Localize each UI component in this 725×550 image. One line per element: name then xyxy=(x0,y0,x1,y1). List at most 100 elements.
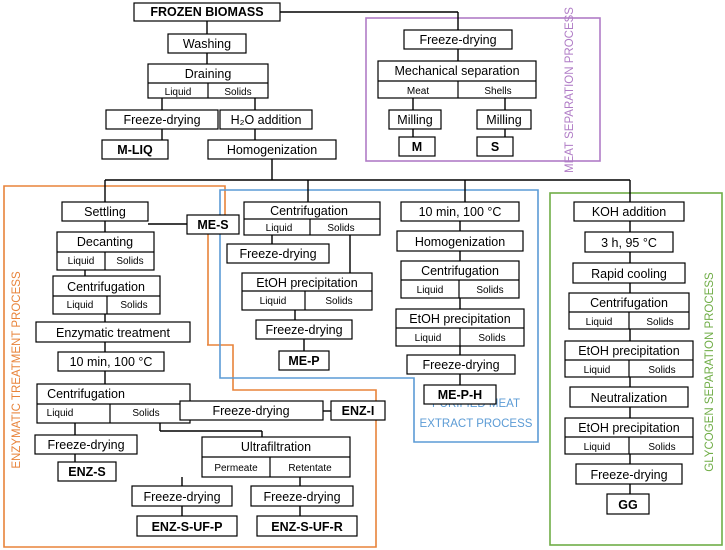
enz-s-box: ENZ-S xyxy=(57,461,117,482)
meh-fd-label: Freeze-drying xyxy=(422,358,499,372)
milling-m-box: Milling xyxy=(388,109,442,130)
enz-centrifugation-2-liquid-label: Liquid xyxy=(47,408,74,419)
gg-etoh-2-solids-label: Solids xyxy=(648,442,675,453)
enz-heat-box: 10 min, 100 °C xyxy=(57,351,165,372)
gg-fd-box: Freeze-drying xyxy=(575,463,683,485)
me-fd-1-label: Freeze-drying xyxy=(239,247,316,261)
washing-label: Washing xyxy=(183,37,231,51)
me-centrifugation-label: Centrifugation xyxy=(270,204,348,218)
koh-addition-box: KOH addition xyxy=(573,201,685,222)
draining-box: Draining Liquid Solids xyxy=(147,63,269,99)
gg-heat-box: 3 h, 95 °C xyxy=(584,231,674,253)
mechanical-separation-box: Mechanical separation Meat Shells xyxy=(377,60,537,99)
enz-fd-solids-box: Freeze-drying xyxy=(179,400,324,421)
me-centrifugation-box: Centrifugation Liquid Solids xyxy=(243,201,381,236)
milling-s-label: Milling xyxy=(486,113,521,127)
meh-centrifugation-solids-label: Solids xyxy=(476,285,503,296)
meh-centrifugation-label: Centrifugation xyxy=(421,264,499,278)
enz-fd-liquid-box: Freeze-drying xyxy=(34,434,138,455)
gg-etoh-1-solids-label: Solids xyxy=(648,365,675,376)
enzymatic-treatment-label: Enzymatic treatment xyxy=(56,326,170,340)
koh-addition-label: KOH addition xyxy=(592,205,666,219)
enzymatic-label: ENZYMATIC TREATMENT PROCESS xyxy=(11,271,23,469)
enz-s-uf-r-box: ENZ-S-UF-R xyxy=(256,515,358,537)
draining-label: Draining xyxy=(185,67,232,81)
m-liq-label: M-LIQ xyxy=(117,143,153,157)
settling-label: Settling xyxy=(84,205,126,219)
settling-box: Settling xyxy=(61,201,149,222)
mech-shells-label: Shells xyxy=(484,86,511,97)
meat-separation-label: MEAT SEPARATION PROCESS xyxy=(564,7,576,173)
me-p-label: ME-P xyxy=(288,354,319,368)
freeze-drying-liq-label: Freeze-drying xyxy=(123,113,200,127)
enz-s-uf-p-box: ENZ-S-UF-P xyxy=(136,515,238,537)
enz-centrifugation-2-label: Centrifugation xyxy=(47,387,125,401)
gg-centrifugation-box: Centrifugation Liquid Solids xyxy=(568,292,690,330)
glycogen-frame xyxy=(549,192,723,546)
fd-permeate-label: Freeze-drying xyxy=(143,490,220,504)
me-centrifugation-solids-label: Solids xyxy=(327,223,354,234)
neutralization-label: Neutralization xyxy=(591,391,667,405)
mech-meat-label: Meat xyxy=(407,86,429,97)
gg-centrifugation-solids-label: Solids xyxy=(646,317,673,328)
meh-heat-label: 10 min, 100 °C xyxy=(419,205,502,219)
meh-centrifugation-liquid-label: Liquid xyxy=(417,285,444,296)
enz-centrifugation-1-solids-label: Solids xyxy=(120,300,147,311)
gg-etoh-2-label: EtOH precipitation xyxy=(578,421,679,435)
draining-liquid-label: Liquid xyxy=(165,87,192,98)
ms-freeze-drying-label: Freeze-drying xyxy=(419,33,496,47)
gg-centrifugation-liquid-label: Liquid xyxy=(586,317,613,328)
me-fd-2-label: Freeze-drying xyxy=(265,323,342,337)
gg-etoh-2-box: EtOH precipitation Liquid Solids xyxy=(564,417,694,455)
enz-centrifugation-2-solids-label: Solids xyxy=(132,408,159,419)
enz-centrifugation-1-box: Centrifugation Liquid Solids xyxy=(52,275,161,315)
me-s-box: ME-S xyxy=(186,214,240,235)
meh-homogenization-label: Homogenization xyxy=(415,235,505,249)
ms-freeze-drying-box: Freeze-drying xyxy=(403,29,513,50)
enz-s-uf-p-label: ENZ-S-UF-P xyxy=(152,520,223,534)
meh-centrifugation-box: Centrifugation Liquid Solids xyxy=(400,260,520,299)
m-box: M xyxy=(398,136,436,157)
fd-retentate-box: Freeze-drying xyxy=(250,485,354,507)
purified-region: PURIFIED MEAT EXTRACT PROCESS xyxy=(219,189,539,443)
decanting-label: Decanting xyxy=(77,235,133,249)
homogenization-box: Homogenization xyxy=(207,139,337,160)
s-label: S xyxy=(491,140,499,154)
neutralization-box: Neutralization xyxy=(569,386,689,408)
gg-centrifugation-label: Centrifugation xyxy=(590,296,668,310)
me-centrifugation-liquid-label: Liquid xyxy=(266,223,293,234)
uf-retentate-label: Retentate xyxy=(288,463,332,474)
uf-permeate-label: Permeate xyxy=(214,463,258,474)
me-etoh-solids-label: Solids xyxy=(325,296,352,307)
enz-centrifugation-1-liquid-label: Liquid xyxy=(67,300,94,311)
meh-etoh-solids-label: Solids xyxy=(478,333,505,344)
meh-fd-box: Freeze-drying xyxy=(406,354,516,375)
milling-m-label: Milling xyxy=(397,113,432,127)
gg-etoh-1-box: EtOH precipitation Liquid Solids xyxy=(564,340,694,378)
enz-heat-label: 10 min, 100 °C xyxy=(70,355,153,369)
gg-heat-label: 3 h, 95 °C xyxy=(601,236,657,250)
me-fd-2-box: Freeze-drying xyxy=(255,319,353,340)
h2o-addition-box: H₂O addition xyxy=(219,109,313,130)
washing-box: Washing xyxy=(167,33,247,54)
enz-centrifugation-1-label: Centrifugation xyxy=(67,280,145,294)
decanting-liquid-label: Liquid xyxy=(68,256,95,267)
me-p-h-label: ME-P-H xyxy=(438,388,482,402)
frozen-biomass-label: FROZEN BIOMASS xyxy=(150,5,263,19)
gg-etoh-1-label: EtOH precipitation xyxy=(578,344,679,358)
enz-i-label: ENZ-I xyxy=(342,404,375,418)
gg-etoh-1-liquid-label: Liquid xyxy=(584,365,611,376)
milling-s-box: Milling xyxy=(476,109,532,130)
gg-fd-label: Freeze-drying xyxy=(590,468,667,482)
freeze-drying-liq-box: Freeze-drying xyxy=(105,109,219,130)
meat-separation-region: MEAT SEPARATION PROCESS xyxy=(365,7,601,173)
m-liq-box: M-LIQ xyxy=(101,139,169,160)
h2o-addition-label: H₂O addition xyxy=(231,113,302,127)
gg-box: GG xyxy=(606,493,650,515)
meh-etoh-label: EtOH precipitation xyxy=(409,312,510,326)
me-etoh-box: EtOH precipitation Liquid Solids xyxy=(241,272,373,311)
ultrafiltration-label: Ultrafiltration xyxy=(241,440,311,454)
mechanical-separation-label: Mechanical separation xyxy=(394,64,519,78)
enz-fd-solids-label: Freeze-drying xyxy=(212,404,289,418)
